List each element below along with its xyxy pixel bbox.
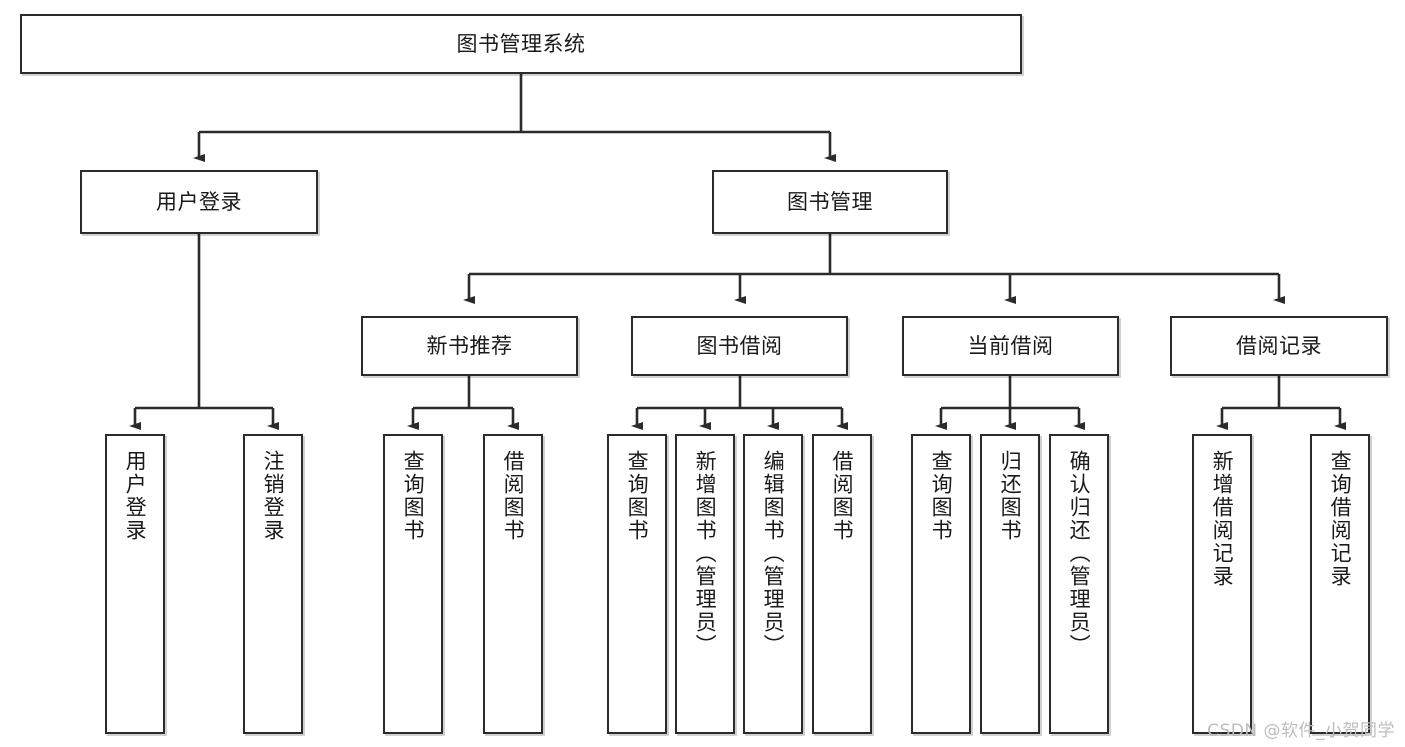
node-leaf-add-book-label: 新增图书（管理员） <box>693 450 718 657</box>
node-user-login-label: 用户登录 <box>156 189 242 214</box>
node-new-book-recommend-label: 新书推荐 <box>426 333 513 358</box>
node-leaf-query-book-1[interactable]: 查询图书 <box>383 434 443 734</box>
node-leaf-user-login-label: 用户登录 <box>123 450 148 542</box>
node-current-borrow-label: 当前借阅 <box>967 333 1054 358</box>
node-borrow-record-label: 借阅记录 <box>1236 333 1322 358</box>
node-leaf-confirm-return[interactable]: 确认归还（管理员） <box>1049 434 1109 734</box>
node-current-borrow[interactable]: 当前借阅 <box>902 316 1119 376</box>
node-leaf-query-book-2-label: 查询图书 <box>625 450 650 542</box>
node-book-borrow[interactable]: 图书借阅 <box>631 316 848 376</box>
node-leaf-logout-login[interactable]: 注销登录 <box>243 434 303 734</box>
node-leaf-borrow-book-1-label: 借阅图书 <box>501 450 526 542</box>
node-leaf-return-book-label: 归还图书 <box>998 450 1023 542</box>
node-root-label: 图书管理系统 <box>456 31 586 56</box>
node-leaf-add-record-label: 新增借阅记录 <box>1210 450 1235 588</box>
node-leaf-query-record[interactable]: 查询借阅记录 <box>1310 434 1370 734</box>
node-leaf-add-book[interactable]: 新增图书（管理员） <box>675 434 735 734</box>
node-leaf-user-login[interactable]: 用户登录 <box>105 434 165 734</box>
node-leaf-logout-login-label: 注销登录 <box>261 450 286 542</box>
node-leaf-borrow-book-2-label: 借阅图书 <box>830 450 855 542</box>
node-leaf-query-record-label: 查询借阅记录 <box>1328 450 1353 588</box>
node-leaf-query-book-2[interactable]: 查询图书 <box>607 434 667 734</box>
node-book-manage[interactable]: 图书管理 <box>712 170 948 234</box>
node-leaf-return-book[interactable]: 归还图书 <box>980 434 1040 734</box>
node-leaf-query-book-3-label: 查询图书 <box>929 450 954 542</box>
node-borrow-record[interactable]: 借阅记录 <box>1170 316 1388 376</box>
node-leaf-add-record[interactable]: 新增借阅记录 <box>1192 434 1252 734</box>
node-leaf-borrow-book-1[interactable]: 借阅图书 <box>483 434 543 734</box>
node-leaf-query-book-3[interactable]: 查询图书 <box>911 434 971 734</box>
node-leaf-edit-book-label: 编辑图书（管理员） <box>761 450 786 657</box>
node-leaf-query-book-1-label: 查询图书 <box>401 450 426 542</box>
node-book-borrow-label: 图书借阅 <box>696 333 783 358</box>
node-leaf-confirm-return-label: 确认归还（管理员） <box>1067 450 1092 657</box>
node-root[interactable]: 图书管理系统 <box>20 14 1022 74</box>
node-book-manage-label: 图书管理 <box>787 189 873 214</box>
node-user-login[interactable]: 用户登录 <box>80 170 318 234</box>
node-leaf-edit-book[interactable]: 编辑图书（管理员） <box>743 434 803 734</box>
node-new-book-recommend[interactable]: 新书推荐 <box>361 316 578 376</box>
node-leaf-borrow-book-2[interactable]: 借阅图书 <box>812 434 872 734</box>
watermark-text: CSDN @软件_小贺同学 <box>1207 721 1395 741</box>
